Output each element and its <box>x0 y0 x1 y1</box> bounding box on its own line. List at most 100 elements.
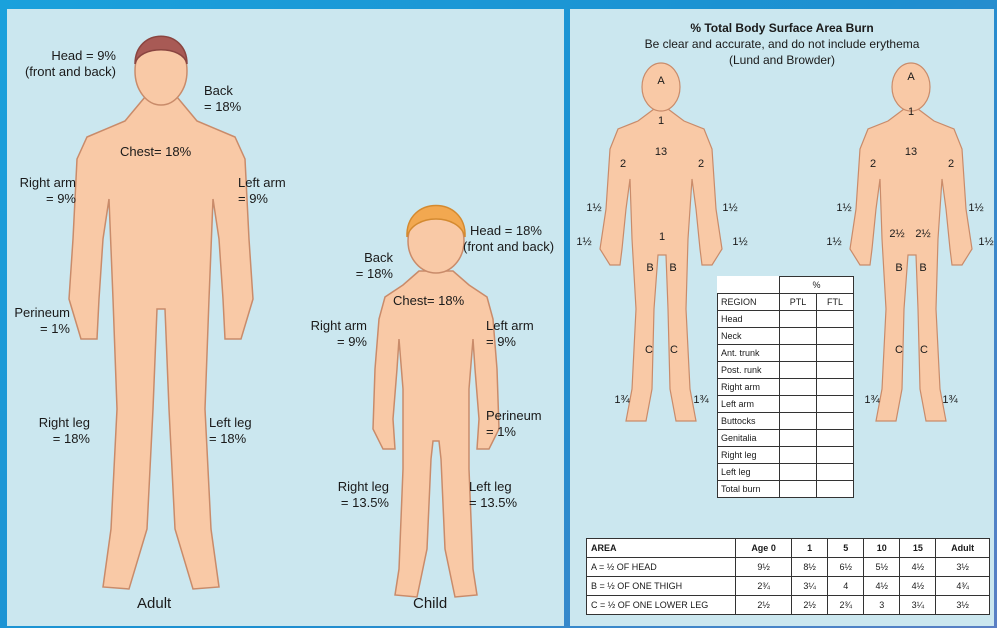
ftl-cell[interactable] <box>817 481 854 498</box>
ftl-cell[interactable] <box>817 447 854 464</box>
table-row: Right arm <box>718 379 854 396</box>
ptl-cell[interactable] <box>780 345 817 362</box>
ftl-cell[interactable] <box>817 430 854 447</box>
table-row: Ant. trunk <box>718 345 854 362</box>
adult-right-arm-value: = 9% <box>46 191 76 206</box>
table-row: Head <box>718 311 854 328</box>
adult-perineum-value: = 1% <box>40 321 70 336</box>
front-mark-arm-l: 2 <box>698 158 704 170</box>
value-cell: 4¾ <box>936 577 990 596</box>
ptl-cell[interactable] <box>780 311 817 328</box>
col-ftl: FTL <box>817 294 854 311</box>
front-mark-genital: 1 <box>659 231 665 243</box>
region-cell: Buttocks <box>718 413 780 430</box>
back-mark-foot-l: 1¾ <box>942 394 957 406</box>
adult-left-arm-label: Left arm <box>238 175 286 190</box>
region-cell: Post. runk <box>718 362 780 379</box>
ftl-cell[interactable] <box>817 379 854 396</box>
table-row: Neck <box>718 328 854 345</box>
value-cell: 5½ <box>864 558 900 577</box>
region-cell: Left arm <box>718 396 780 413</box>
child-head-sub-label: (front and back) <box>463 239 554 254</box>
adult-back-label: Back <box>204 83 233 98</box>
back-mark-neck: 1 <box>908 106 914 118</box>
region-cell: Right leg <box>718 447 780 464</box>
pct-header: % <box>780 277 854 294</box>
back-mark-arm-r: 2 <box>870 158 876 170</box>
table-row: Buttocks <box>718 413 854 430</box>
ptl-cell[interactable] <box>780 464 817 481</box>
back-mark-arm-l: 2 <box>948 158 954 170</box>
ptl-cell[interactable] <box>780 379 817 396</box>
table-row: Left leg <box>718 464 854 481</box>
value-cell: 3 <box>864 596 900 615</box>
ptl-cell[interactable] <box>780 447 817 464</box>
rule-of-nines-panel: Head = 9% (front and back) Back = 18% Ch… <box>7 9 564 626</box>
back-mark-head: A <box>907 71 914 83</box>
region-cell: Neck <box>718 328 780 345</box>
area-cell: B = ½ OF ONE THIGH <box>587 577 736 596</box>
adult-body <box>69 97 253 589</box>
ftl-cell[interactable] <box>817 362 854 379</box>
adult-chest-label: Chest= 18% <box>120 144 191 159</box>
ftl-cell[interactable] <box>817 345 854 362</box>
adult-back-value: = 18% <box>204 99 241 114</box>
ptl-cell[interactable] <box>780 481 817 498</box>
adult-left-leg-value: = 18% <box>209 431 246 446</box>
area-cell: A = ½ OF HEAD <box>587 558 736 577</box>
front-mark-trunk: 13 <box>655 146 667 158</box>
back-mark-forearm-l: 1½ <box>968 202 983 214</box>
lund-browder-panel: % Total Body Surface Area Burn Be clear … <box>570 9 994 626</box>
child-left-arm-value: = 9% <box>486 334 516 349</box>
adult-right-leg-label: Right leg <box>39 415 90 430</box>
back-mark-foot-r: 1¾ <box>864 394 879 406</box>
front-mark-leg-l: C <box>670 344 678 356</box>
col-ptl: PTL <box>780 294 817 311</box>
child-head-label: Head = 18% <box>470 223 542 238</box>
front-mark-thigh-r: B <box>646 262 653 274</box>
ptl-cell[interactable] <box>780 362 817 379</box>
ftl-cell[interactable] <box>817 311 854 328</box>
child-right-leg-value: = 13.5% <box>341 495 389 510</box>
region-cell: Genitalia <box>718 430 780 447</box>
ptl-cell[interactable] <box>780 430 817 447</box>
ptl-cell[interactable] <box>780 413 817 430</box>
ftl-cell[interactable] <box>817 396 854 413</box>
value-cell: 4½ <box>900 577 936 596</box>
ftl-cell[interactable] <box>817 464 854 481</box>
front-mark-thigh-l: B <box>669 262 676 274</box>
table-row: Post. runk <box>718 362 854 379</box>
value-cell: 3½ <box>936 596 990 615</box>
ptl-cell[interactable] <box>780 328 817 345</box>
front-mark-forearm-r: 1½ <box>586 202 601 214</box>
table-row: Right leg <box>718 447 854 464</box>
back-mark-hand-r: 1½ <box>826 236 841 248</box>
child-right-arm-value: = 9% <box>337 334 367 349</box>
table-row: Genitalia <box>718 430 854 447</box>
front-mark-foot-r: 1¾ <box>614 394 629 406</box>
value-cell: 2½ <box>792 596 828 615</box>
front-mark-foot-l: 1¾ <box>693 394 708 406</box>
back-mark-thigh-l: B <box>919 262 926 274</box>
table-row: C = ½ OF ONE LOWER LEG 2½ 2½ 2¾ 3 3¼ 3½ <box>587 596 990 615</box>
age-header: AREA <box>587 539 736 558</box>
value-cell: 3½ <box>936 558 990 577</box>
child-left-leg-value: = 13.5% <box>469 495 517 510</box>
child-left-arm-label: Left arm <box>486 318 534 333</box>
front-mark-head: A <box>657 75 664 87</box>
region-cell: Total burn <box>718 481 780 498</box>
ptl-cell[interactable] <box>780 396 817 413</box>
region-cell: Right arm <box>718 379 780 396</box>
age-header: Age 0 <box>736 539 792 558</box>
region-cell: Ant. trunk <box>718 345 780 362</box>
back-mark-buttock-l: 2½ <box>915 228 930 240</box>
age-header: 10 <box>864 539 900 558</box>
region-table: % REGION PTL FTL Head Neck Ant. trunk Po… <box>717 276 854 498</box>
table-row: Total burn <box>718 481 854 498</box>
front-mark-hand-r: 1½ <box>576 236 591 248</box>
ftl-cell[interactable] <box>817 328 854 345</box>
value-cell: 2¾ <box>828 596 864 615</box>
ftl-cell[interactable] <box>817 413 854 430</box>
adult-head-sub-label: (front and back) <box>25 64 116 79</box>
front-mark-arm-r: 2 <box>620 158 626 170</box>
